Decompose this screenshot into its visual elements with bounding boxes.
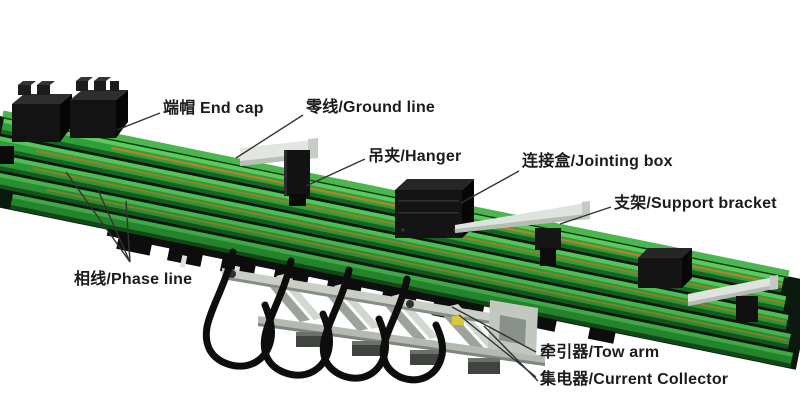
copper-strip-2: [32, 167, 786, 323]
hanger-clamp-right: [736, 296, 758, 322]
leader-support-bracket: [559, 206, 612, 225]
end-cap-left: [12, 81, 72, 142]
leader-ground-line: [235, 114, 304, 159]
support-bracket-right: [688, 275, 778, 306]
rail-phase-4: [10, 194, 794, 368]
rail-phase-2: [0, 153, 789, 330]
label-ground-line: 零线/Ground line: [306, 99, 436, 116]
leader-hanger: [305, 158, 366, 187]
rail-phase-3: [0, 172, 791, 349]
hanger-clamp-left: [284, 150, 310, 206]
hanger-clamp-middle: [535, 228, 561, 266]
label-end-cap: 端帽 End cap: [163, 100, 264, 117]
end-cap-right: [70, 77, 128, 138]
leader-lines: [65, 112, 612, 382]
label-phase-line: 相线/Phase line: [74, 271, 193, 288]
leader-end-cap: [116, 112, 161, 131]
leader-jointing-box: [460, 170, 520, 204]
collector-cables: [202, 248, 446, 384]
label-support-bracket: 支架/Support bracket: [614, 195, 777, 212]
leader-phase-line-1: [65, 171, 131, 263]
label-jointing-box: 连接盒/Jointing box: [522, 153, 673, 170]
current-collector-assembly: [202, 248, 545, 384]
copper-strip-3: [46, 188, 788, 342]
label-current-collector: 集电器/Current Collector: [540, 371, 729, 388]
end-cap-edge: [0, 146, 14, 164]
joint-cover-right: [638, 248, 692, 288]
leader-phase-line-3: [125, 200, 131, 263]
warning-sticker: [452, 316, 464, 325]
label-tow-arm: 牵引器/Tow arm: [540, 344, 660, 361]
leader-current-collector-2: [483, 325, 539, 382]
tow-arm-upper-beam: [222, 268, 520, 329]
leader-tow-arm: [451, 306, 537, 353]
leader-phase-line-2: [97, 189, 131, 263]
label-hanger: 吊夹/Hanger: [368, 148, 462, 165]
collector-heads: [296, 332, 500, 374]
